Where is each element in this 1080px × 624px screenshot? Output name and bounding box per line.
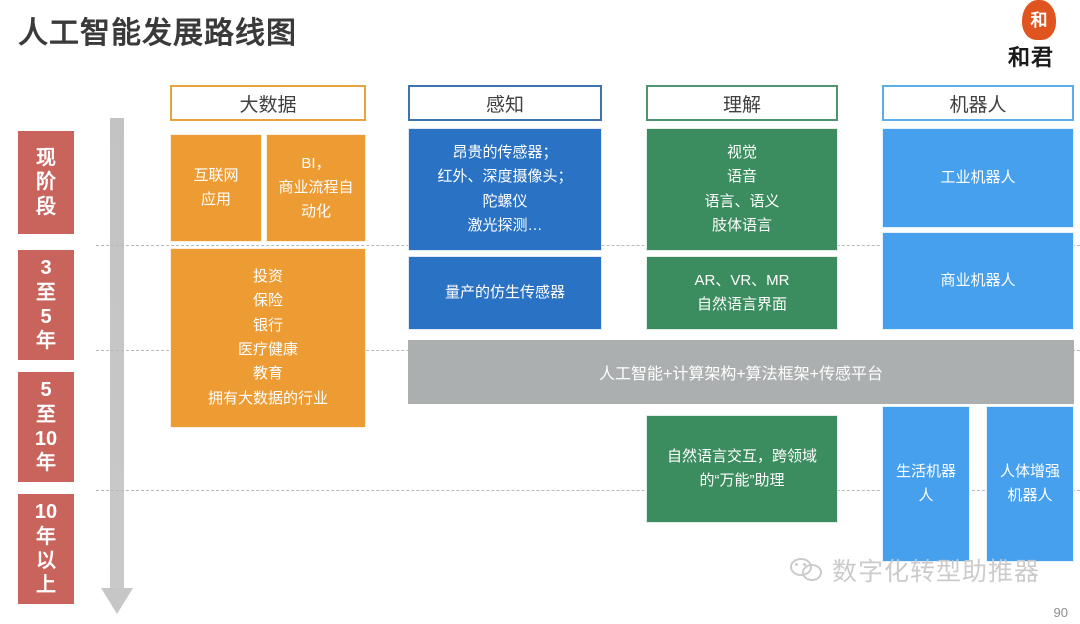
column-header-robots: 机器人 xyxy=(882,85,1074,121)
box-line: 陀螺仪 xyxy=(482,192,528,210)
brand-logo: 和 和君 xyxy=(996,0,1076,70)
column-header-perception: 感知 xyxy=(408,85,602,121)
timeline-arrow-shaft xyxy=(110,118,124,590)
box-line: 昂贵的传感器； xyxy=(452,143,558,161)
box-understanding-arvrmr: AR、VR、MR 自然语言界面 xyxy=(646,256,838,330)
box-line: 拥有大数据的行业 xyxy=(207,389,328,407)
platform-band: 人工智能+计算架构+算法框架+传感平台 xyxy=(408,340,1074,404)
box-line: 教育 xyxy=(252,365,283,383)
box-line: 语音 xyxy=(726,168,757,186)
box-line: BI， xyxy=(301,154,331,172)
box-line: 人 xyxy=(918,487,934,504)
box-line: AR、VR、MR xyxy=(694,271,790,289)
phase-line: 10 xyxy=(34,428,58,450)
phase-badge-now: 现 阶 段 xyxy=(18,131,74,234)
column-header-bigdata: 大数据 xyxy=(170,85,366,121)
phase-badge-3to5: 3 至 5 年 xyxy=(18,250,74,360)
box-robots-commercial: 商业机器人 xyxy=(882,232,1074,330)
box-bigdata-bi: BI， 商业流程自 动化 xyxy=(266,134,366,242)
phase-line: 上 xyxy=(36,574,56,597)
box-line: 投资 xyxy=(252,268,283,286)
box-line: 应用 xyxy=(200,191,231,208)
phase-line: 年 xyxy=(36,330,56,353)
box-line: 语言、语义 xyxy=(704,192,780,210)
box-line: 视觉 xyxy=(726,143,757,161)
box-line: 自然语言界面 xyxy=(696,296,787,313)
phase-line: 至 xyxy=(36,403,56,426)
phase-line: 10 xyxy=(34,501,58,524)
phase-badge-10plus: 10 年 以 上 xyxy=(18,494,74,604)
box-line: 商业流程自 xyxy=(278,178,354,196)
box-line: 激光探测… xyxy=(467,216,543,234)
box-line: 自然语言交互，跨领域 xyxy=(666,447,817,465)
phase-line: 阶 xyxy=(36,171,56,194)
phase-badge-5to10: 5 至 10 年 xyxy=(18,372,74,482)
brand-name: 和君 xyxy=(1008,45,1055,70)
phase-line: 以 xyxy=(36,550,56,572)
down-arrow-icon xyxy=(101,588,133,614)
page-number: 90 xyxy=(1053,605,1068,620)
box-line: 机器人 xyxy=(1007,487,1053,504)
box-line: 红外、深度摄像头； xyxy=(437,168,573,186)
page-title: 人工智能发展路线图 xyxy=(18,17,297,50)
box-line: 量产的仿生传感器 xyxy=(444,283,565,301)
phase-line: 5 xyxy=(40,306,52,328)
seal-character: 和 xyxy=(1030,11,1048,31)
box-line: 医疗健康 xyxy=(237,341,298,358)
box-line: 商业机器人 xyxy=(940,271,1016,289)
phase-line: 至 xyxy=(36,281,56,304)
box-understanding-assistant: 自然语言交互，跨领域 的“万能”助理 xyxy=(646,415,838,523)
box-line: 银行 xyxy=(252,316,283,334)
box-bigdata-internet: 互联网 应用 xyxy=(170,134,262,242)
box-robots-augmentation: 人体增强 机器人 xyxy=(986,406,1074,562)
phase-line: 年 xyxy=(36,525,56,548)
box-line: 互联网 xyxy=(193,166,239,184)
box-line: 肢体语言 xyxy=(711,216,772,234)
box-robots-life: 生活机器 人 xyxy=(882,406,970,562)
phase-line: 3 xyxy=(40,257,52,280)
box-perception-biomimetic: 量产的仿生传感器 xyxy=(408,256,602,330)
box-line: 动化 xyxy=(300,203,331,221)
phase-line: 现 xyxy=(36,146,56,169)
box-perception-sensors: 昂贵的传感器； 红外、深度摄像头； 陀螺仪 激光探测… xyxy=(408,128,602,251)
seal-icon: 和 xyxy=(1022,0,1056,40)
box-line: 保险 xyxy=(252,292,283,310)
phase-line: 5 xyxy=(40,379,52,402)
box-robots-industrial: 工业机器人 xyxy=(882,128,1074,228)
wechat-icon xyxy=(790,557,824,583)
column-header-understanding: 理解 xyxy=(646,85,838,121)
phase-line: 年 xyxy=(36,452,56,475)
box-line: 的“万能”助理 xyxy=(699,472,785,489)
phase-divider-3 xyxy=(96,490,1080,491)
phase-line: 段 xyxy=(36,195,56,218)
box-line: 工业机器人 xyxy=(940,168,1016,186)
box-line: 生活机器 xyxy=(895,462,956,480)
box-line: 人体增强 xyxy=(999,462,1060,480)
box-bigdata-industries: 投资 保险 银行 医疗健康 教育 拥有大数据的行业 xyxy=(170,248,366,428)
box-understanding-modalities: 视觉 语音 语言、语义 肢体语言 xyxy=(646,128,838,251)
